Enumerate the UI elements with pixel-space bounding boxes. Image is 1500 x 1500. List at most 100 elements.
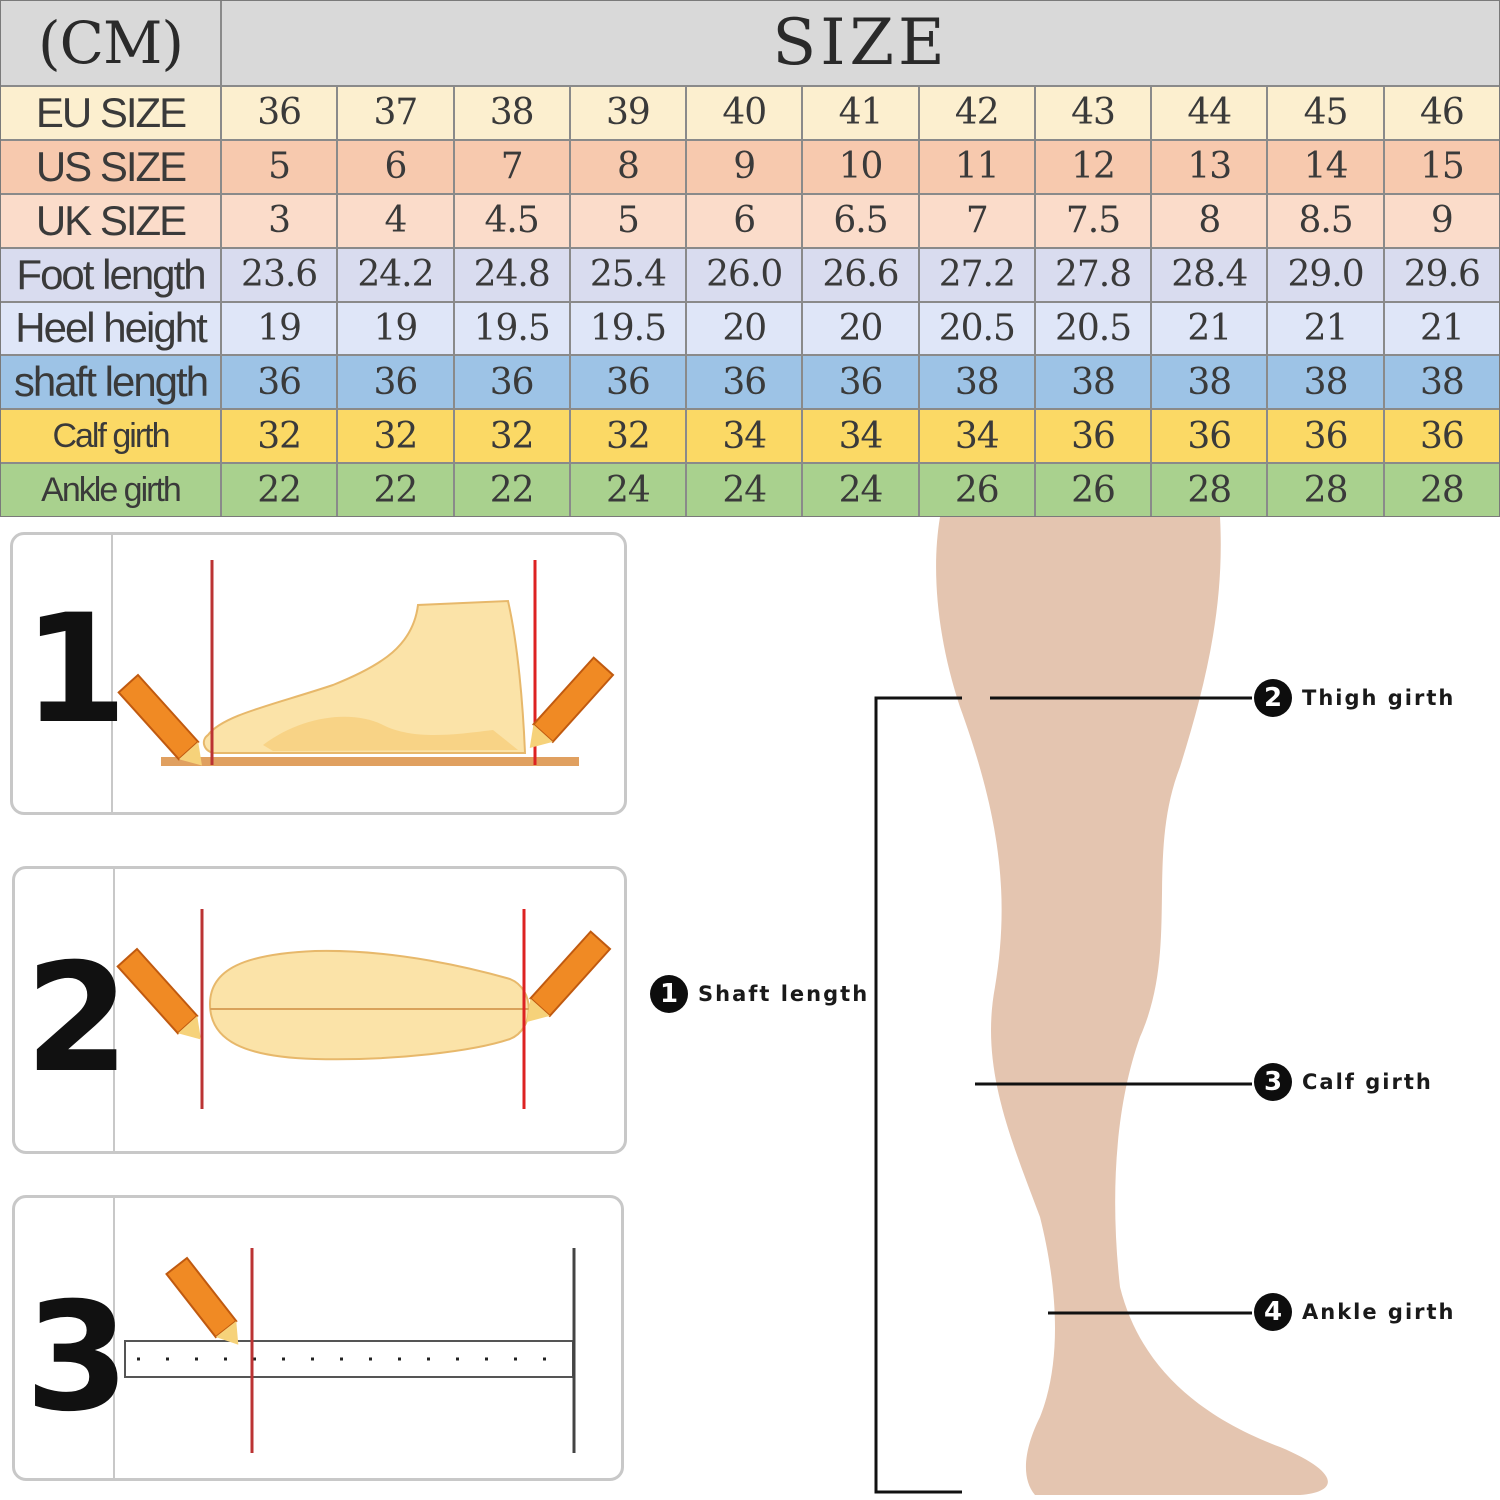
table-cell: 38 (1152, 356, 1267, 409)
table-title: SIZE (222, 1, 1499, 85)
table-cell: 36 (454, 356, 569, 409)
number-badge: 2 (1254, 679, 1292, 717)
table-cell: 36 (803, 356, 918, 409)
table-cell: 39 (570, 87, 686, 139)
table-cell: 42 (919, 87, 1034, 139)
table-cell: 6 (687, 194, 802, 247)
number-badge: 1 (650, 975, 688, 1013)
table-cell: 7 (919, 194, 1034, 247)
table-cell: 38 (1035, 356, 1151, 409)
table-cell: 21 (1384, 302, 1499, 355)
table-cell: 29.0 (1268, 248, 1383, 301)
unit-label: (CM) (1, 1, 220, 85)
table-cell: 38 (919, 356, 1034, 409)
table-cell: 32 (222, 410, 337, 463)
table-cell: 26.0 (687, 248, 802, 301)
step-number: 3 (25, 1271, 130, 1445)
table-cell: 3 (222, 194, 337, 247)
table-cell: 8 (1152, 194, 1267, 247)
table-cell: 13 (1152, 140, 1267, 193)
table-cell: 8.5 (1268, 194, 1383, 247)
table-cell: 15 (1384, 140, 1499, 193)
table-cell: 12 (1035, 140, 1151, 193)
callout-shaft-length: 1 Shaft length (650, 975, 869, 1013)
table-cell: 36 (338, 356, 453, 409)
table-cell: 36 (570, 356, 686, 409)
table-cell: 6 (338, 140, 453, 193)
row-label: UK SIZE (1, 194, 220, 247)
table-cell: 32 (454, 410, 569, 463)
table-cell: 20 (803, 302, 918, 355)
table-cell: 32 (338, 410, 453, 463)
table-cell: 36 (1384, 410, 1499, 463)
row-label: Calf girth (1, 410, 220, 463)
number-badge: 3 (1254, 1063, 1292, 1101)
table-cell: 9 (687, 140, 802, 193)
foot-side-measure-icon (117, 560, 615, 766)
table-cell: 7 (454, 140, 569, 193)
table-cell: 24.2 (338, 248, 453, 301)
table-cell: 19 (338, 302, 453, 355)
callout-ankle-girth: 4 Ankle girth (1254, 1293, 1456, 1331)
callout-calf-girth: 3 Calf girth (1254, 1063, 1433, 1101)
table-cell: 26 (1035, 464, 1151, 516)
table-cell: 41 (803, 87, 918, 139)
table-cell: 44 (1152, 87, 1267, 139)
table-cell: 38 (1268, 356, 1383, 409)
row-label: US SIZE (1, 140, 220, 193)
callout-label: Calf girth (1302, 1070, 1433, 1094)
table-cell: 4 (338, 194, 453, 247)
table-cell: 27.8 (1035, 248, 1151, 301)
table-cell: 32 (570, 410, 686, 463)
table-cell: 28 (1268, 464, 1383, 516)
table-cell: 5 (570, 194, 686, 247)
row-label: EU SIZE (1, 87, 220, 139)
panel-divider (113, 1198, 115, 1478)
panel-divider (113, 869, 115, 1151)
step-3-panel: 3 (12, 1195, 624, 1481)
table-cell: 28 (1152, 464, 1267, 516)
table-cell: 20.5 (1035, 302, 1151, 355)
number-badge: 4 (1254, 1293, 1292, 1331)
table-cell: 22 (338, 464, 453, 516)
row-label: Foot length (1, 248, 220, 301)
table-cell: 37 (338, 87, 453, 139)
callout-label: Ankle girth (1302, 1300, 1456, 1324)
table-cell: 27.2 (919, 248, 1034, 301)
table-cell: 11 (919, 140, 1034, 193)
table-cell: 36 (1035, 410, 1151, 463)
table-cell: 34 (687, 410, 802, 463)
table-cell: 7.5 (1035, 194, 1151, 247)
table-cell: 5 (222, 140, 337, 193)
table-cell: 21 (1268, 302, 1383, 355)
table-cell: 29.6 (1384, 248, 1499, 301)
panel-divider (111, 535, 113, 812)
table-cell: 4.5 (454, 194, 569, 247)
table-cell: 8 (570, 140, 686, 193)
table-cell: 24 (803, 464, 918, 516)
table-cell: 19 (222, 302, 337, 355)
ruler-measure-icon (124, 1248, 576, 1453)
table-cell: 34 (919, 410, 1034, 463)
table-cell: 24.8 (454, 248, 569, 301)
table-cell: 28 (1384, 464, 1499, 516)
table-cell: 23.6 (222, 248, 337, 301)
step-2-panel: 2 (12, 866, 627, 1154)
step-number: 1 (23, 583, 128, 757)
table-cell: 19.5 (570, 302, 686, 355)
callout-label: Thigh girth (1302, 686, 1456, 710)
table-cell: 19.5 (454, 302, 569, 355)
table-cell: 28.4 (1152, 248, 1267, 301)
row-label: Ankle girth (1, 464, 220, 516)
table-cell: 38 (1384, 356, 1499, 409)
table-cell: 25.4 (570, 248, 686, 301)
table-cell: 45 (1268, 87, 1383, 139)
foot-top-measure-icon (116, 909, 612, 1109)
table-cell: 24 (687, 464, 802, 516)
table-cell: 14 (1268, 140, 1383, 193)
table-cell: 34 (803, 410, 918, 463)
table-cell: 26.6 (803, 248, 918, 301)
step-1-panel: 1 (10, 532, 627, 815)
leg-silhouette-icon (874, 517, 1328, 1495)
